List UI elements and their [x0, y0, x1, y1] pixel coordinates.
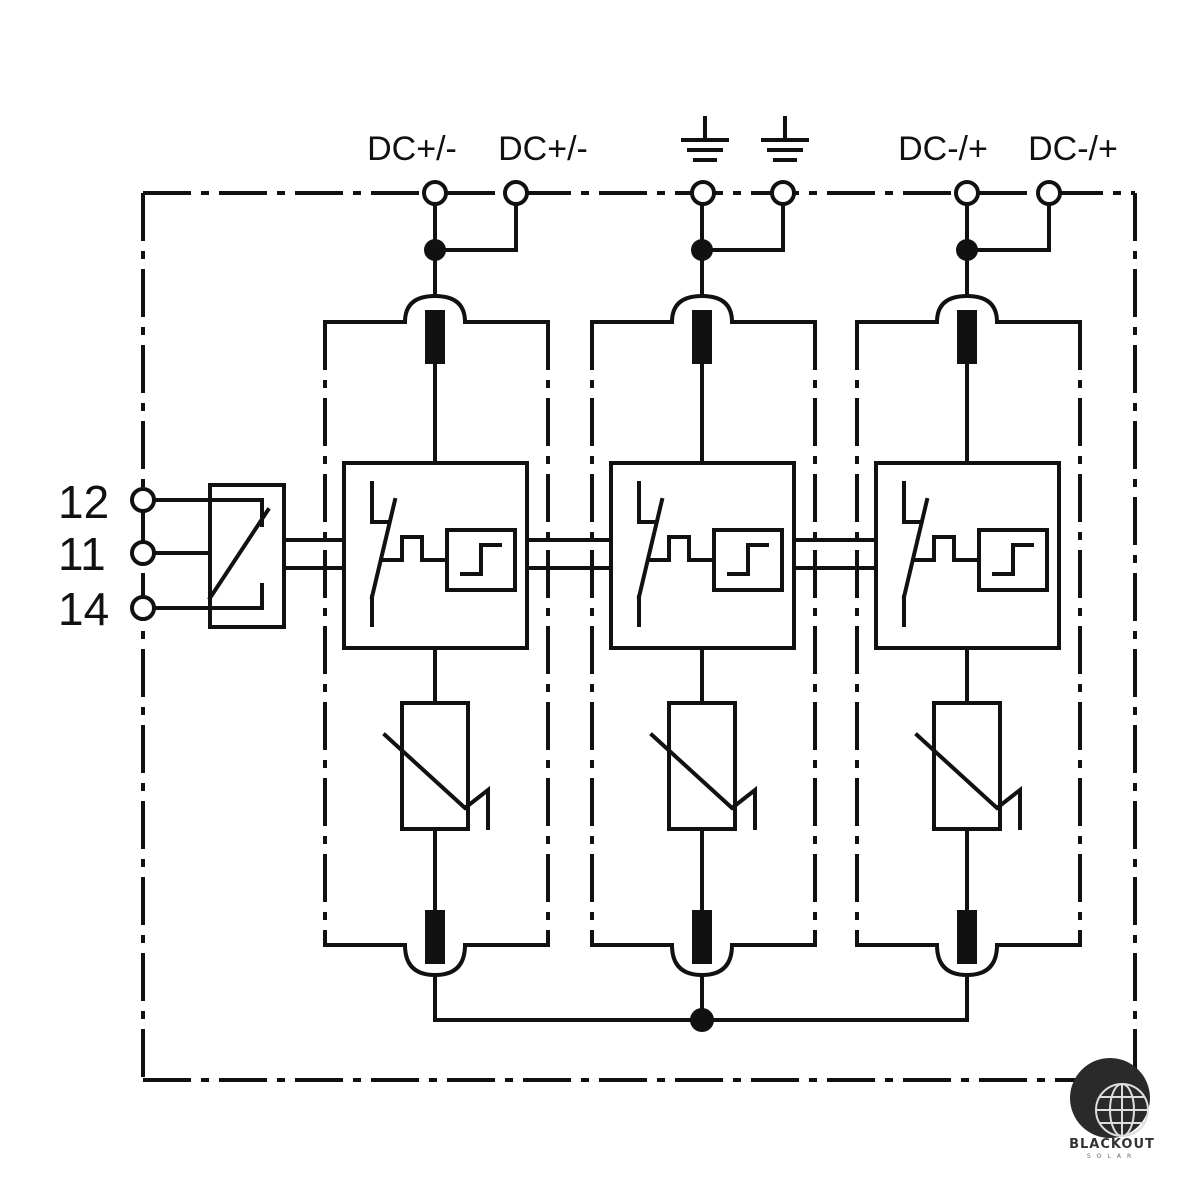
mechanical-linkage	[283, 538, 878, 570]
monitor-box	[445, 528, 517, 592]
brand-logo-subtext: SOLAR	[1087, 1153, 1137, 1160]
varistor	[667, 701, 737, 831]
terminal-ground-1[interactable]	[690, 180, 716, 206]
terminal-dc-minus-1[interactable]	[954, 180, 980, 206]
fuse-link-top	[957, 310, 977, 364]
terminal-label-dc-plus-2: DC+/-	[498, 130, 588, 168]
monitor-box	[977, 528, 1049, 592]
terminal-dc-minus-2[interactable]	[1036, 180, 1062, 206]
pin-label-14: 14	[58, 583, 109, 635]
ground-icon	[761, 116, 809, 162]
brand-logo: BLACKOUT SOLAR	[1069, 1058, 1155, 1160]
terminal-dc-plus-2[interactable]	[503, 180, 529, 206]
fuse-link-top	[425, 310, 445, 364]
varistor	[400, 701, 470, 831]
enclosure-outline	[141, 191, 1137, 1082]
pin-label-12: 12	[58, 476, 109, 528]
pin-label-11: 11	[58, 528, 106, 580]
remote-contact	[130, 483, 286, 629]
protection-module-2	[590, 202, 817, 1022]
ground-icon	[681, 116, 729, 162]
contact-terminal-11[interactable]	[130, 540, 156, 566]
fuse-link-bottom	[425, 910, 445, 964]
monitor-box	[712, 528, 784, 592]
signal-relay-box	[208, 483, 286, 629]
varistor	[932, 701, 1002, 831]
terminal-dc-plus-1[interactable]	[422, 180, 448, 206]
terminal-label-dc-minus-2: DC-/+	[1028, 130, 1118, 168]
junction-dot	[690, 1008, 714, 1032]
protection-module-1	[323, 202, 550, 1022]
junction-dot	[691, 239, 713, 261]
fuse-link-bottom	[692, 910, 712, 964]
terminal-label-dc-minus-1: DC-/+	[898, 130, 988, 168]
fuse-link-top	[692, 310, 712, 364]
terminal-label-dc-plus-1: DC+/-	[367, 130, 457, 168]
bottom-bus	[433, 1008, 969, 1032]
junction-dot	[424, 239, 446, 261]
fuse-link-bottom	[957, 910, 977, 964]
contact-terminal-12[interactable]	[130, 487, 156, 513]
junction-dot	[956, 239, 978, 261]
brand-logo-text: BLACKOUT	[1069, 1137, 1155, 1152]
terminal-ground-2[interactable]	[770, 180, 796, 206]
contact-terminal-14[interactable]	[130, 595, 156, 621]
protection-module-3	[855, 202, 1082, 1022]
